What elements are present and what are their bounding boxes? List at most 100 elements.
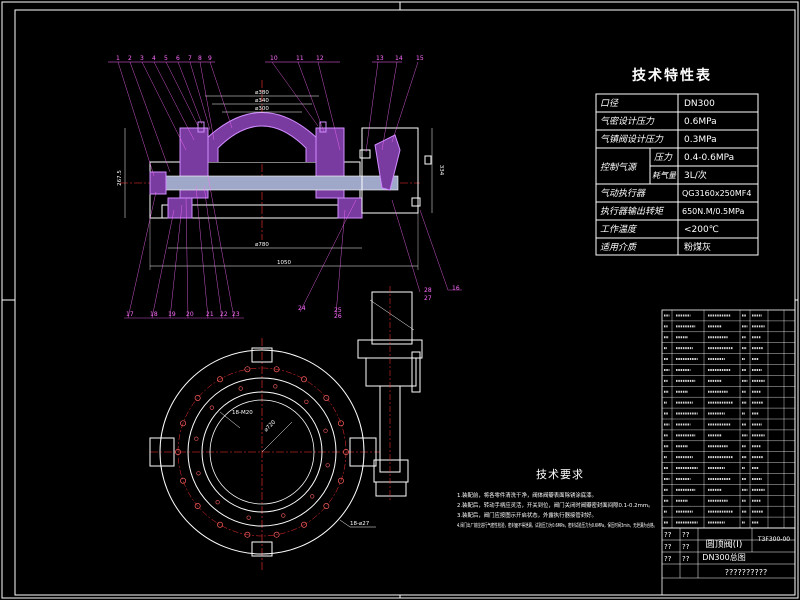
- bolt-hole: [337, 477, 344, 484]
- requirements-title: 技术要求: [536, 468, 584, 481]
- dimension-label: 18-⌀27: [350, 521, 370, 527]
- balloon-label: 6: [176, 55, 180, 62]
- bolt-hole: [209, 405, 214, 410]
- balloon-label: 13: [376, 55, 384, 62]
- right-shaft-stub: [349, 437, 377, 467]
- left-lower-block: [167, 197, 193, 219]
- bolt-hole: [175, 449, 181, 455]
- spec-sublabel: 耗气量: [652, 171, 677, 180]
- bolt-hole: [304, 399, 309, 404]
- bolt-hole: [301, 521, 307, 528]
- dimension-label: ⌀340: [255, 98, 269, 104]
- shaft: [149, 175, 399, 191]
- bolt-hole: [337, 420, 344, 427]
- dimension-label: 267.5: [117, 170, 123, 186]
- bolt-hole: [194, 395, 201, 401]
- spec-value: 3L/次: [684, 169, 707, 181]
- bolt-holes: [175, 366, 349, 538]
- bolt-hole: [244, 531, 251, 538]
- balloon-label: 14: [395, 55, 403, 62]
- spec-label: 口径: [600, 98, 619, 109]
- balloon-label: 2: [128, 55, 132, 62]
- balloon-label: 3: [140, 55, 144, 62]
- dimension-label: ⌀780: [255, 242, 269, 248]
- inner-border: [14, 9, 796, 596]
- balloon-label: 9: [208, 55, 212, 62]
- bolt: [319, 121, 327, 133]
- spec-label: 工作温度: [600, 224, 638, 235]
- balloon-label: 5: [164, 55, 168, 62]
- spec-sublabel: 压力: [654, 152, 673, 163]
- balloon-label: 11: [296, 55, 304, 62]
- title-name-line1: 圆顶阀(I): [706, 539, 743, 550]
- bolt-hole: [180, 420, 187, 427]
- actuator-pin: [359, 149, 371, 159]
- bolt-hole: [194, 436, 199, 441]
- bolt-hole: [180, 477, 187, 484]
- balloon-label: 22: [220, 311, 228, 318]
- balloon-label: 12: [316, 55, 324, 62]
- technical-requirements: 技术要求 1.装配前，将各零件清洗干净，阀体阀瓣表面除锈涂底漆。 2.装配后，转…: [457, 468, 657, 529]
- spec-label: 控制气源: [600, 162, 638, 173]
- title-name-line2: DN300总图: [702, 552, 745, 562]
- spec-label: 气密设计压力: [600, 116, 655, 127]
- outer-flange-circle: [159, 349, 365, 555]
- bolt-hole: [281, 513, 286, 518]
- bolt-hole: [325, 463, 330, 468]
- dome-inner: [217, 125, 307, 162]
- bolt-hole: [273, 366, 280, 373]
- bolt-hole: [323, 395, 330, 401]
- bolt-hole: [215, 500, 220, 505]
- tb-cell: ??: [664, 531, 672, 539]
- bolt-hole: [217, 521, 223, 528]
- balloon-label: 28: [424, 287, 432, 294]
- requirement-item: 4.阀门出厂前应进行气密性检验，密封面不得泄漏，试验压力为0.6MPa，密封试验…: [457, 521, 657, 529]
- dimension-label: 334: [438, 165, 444, 176]
- bolt-hole: [301, 376, 307, 383]
- tb-cell: ??: [664, 543, 672, 551]
- bolt-hole: [273, 531, 280, 538]
- balloon-label: 4: [152, 55, 156, 62]
- dimension-label: 18-M20: [232, 410, 253, 416]
- requirement-item: 1.装配前，将各零件清洗干净，阀体阀瓣表面除锈涂底漆。: [457, 491, 597, 499]
- tb-cell: ??: [664, 555, 672, 563]
- bolt-hole: [310, 494, 315, 499]
- bolt-hole: [217, 376, 223, 383]
- right-lower-block: [337, 197, 363, 219]
- balloon-label: 23: [232, 311, 240, 318]
- bolt-hole: [323, 428, 328, 433]
- inner-flange-circle: [187, 377, 337, 527]
- balloon-label: 20: [186, 311, 194, 318]
- spec-value: 0.6MPa: [684, 117, 717, 127]
- plan-view: ⌀720 18-M20 18-⌀27: [149, 338, 380, 572]
- bolt-hole: [196, 471, 201, 476]
- bolt-hole: [244, 366, 251, 373]
- bolt-pitch-circle: [177, 367, 347, 537]
- bolt-hole: [323, 503, 330, 509]
- bolt-hole: [246, 515, 251, 520]
- balloon-label: 7: [188, 55, 192, 62]
- balloon-label: 25: [334, 307, 342, 314]
- bolt-hole: [238, 386, 243, 391]
- bolt: [197, 121, 205, 133]
- spec-label: 执行器输出转矩: [600, 206, 665, 217]
- tb-cell: ??: [682, 543, 690, 551]
- bore-circle: [209, 399, 315, 505]
- side-view-actuator: [357, 286, 423, 500]
- balloon-label: 27: [424, 295, 432, 302]
- dimension-label: ⌀380: [255, 90, 269, 96]
- dimension-label: 1050: [277, 260, 291, 266]
- balloon-label: 16: [452, 285, 460, 292]
- spec-value: 650N.M/0.5MPa: [682, 207, 744, 216]
- balloon-label: 19: [168, 311, 176, 318]
- spec-value: DN300: [684, 99, 715, 109]
- spec-value: <200℃: [684, 225, 719, 235]
- title-question-marks: ??????????: [725, 568, 767, 577]
- requirement-item: 3.装配后，阀门应按图示开启状态，外露执行器接管封好。: [457, 511, 597, 519]
- bolt-hole: [343, 449, 349, 455]
- actuator-pin: [411, 197, 421, 207]
- bolt-hole: [273, 384, 278, 389]
- bolt-hole: [194, 503, 201, 509]
- top-lug: [251, 347, 273, 363]
